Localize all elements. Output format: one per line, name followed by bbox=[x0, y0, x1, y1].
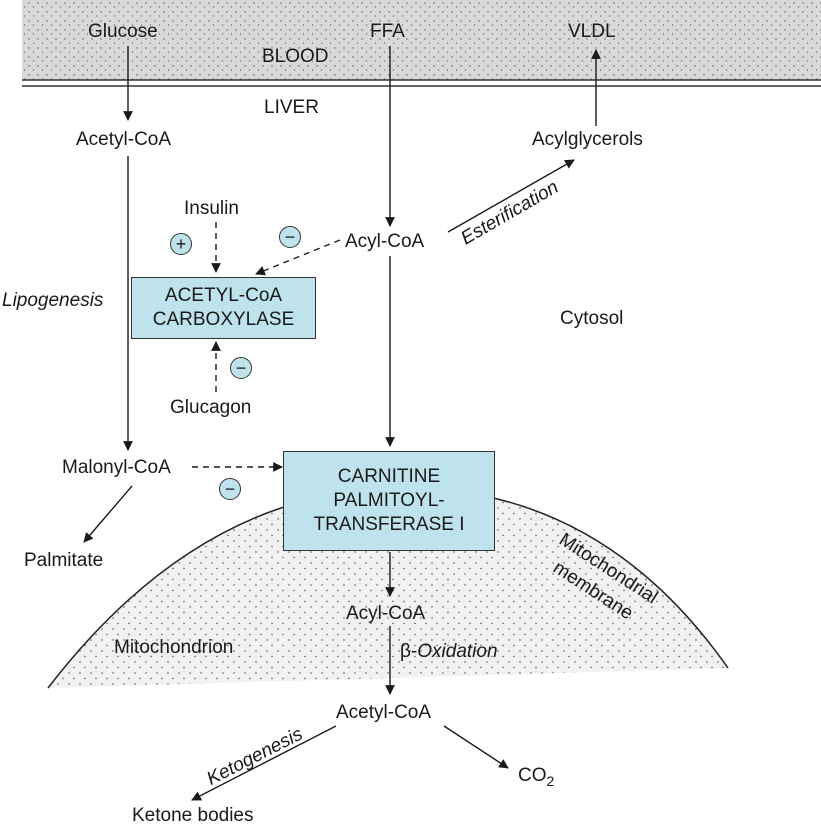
malonyl-inhibition-icon: − bbox=[219, 478, 241, 500]
blood-label: BLOOD bbox=[262, 46, 329, 67]
acc-line2: CARBOXYLASE bbox=[152, 309, 295, 330]
palmitate-label: Palmitate bbox=[24, 550, 104, 571]
beta-symbol: β- bbox=[400, 641, 418, 662]
acylglycerols-label: Acylglycerols bbox=[532, 129, 643, 150]
lipogenesis-label: Lipogenesis bbox=[2, 290, 104, 311]
glucagon-inhibition-icon: − bbox=[230, 357, 252, 379]
cpt-line2: PALMITOYL- bbox=[333, 490, 445, 512]
insulin-label: Insulin bbox=[184, 198, 239, 219]
arrow-ketogenesis bbox=[191, 725, 337, 801]
arrow-esterification bbox=[447, 159, 575, 233]
oxidation-text: Oxidation bbox=[417, 641, 498, 662]
cpt-line3: TRANSFERASE I bbox=[313, 513, 465, 535]
arrow-acetylcoa-to-co2 bbox=[443, 725, 509, 769]
liver-label: LIVER bbox=[264, 97, 319, 118]
co2-subscript: 2 bbox=[546, 772, 555, 789]
arrow-malonylcoa-to-palmitate bbox=[83, 485, 133, 543]
arrow-acylcoa-to-acc bbox=[255, 239, 341, 276]
mitochondrion-label: Mitochondrion bbox=[114, 637, 234, 658]
beta-oxidation-label: β-Oxidation bbox=[400, 642, 498, 661]
cpt1-box: CARNITINE PALMITOYL- TRANSFERASE I bbox=[283, 451, 495, 551]
acetyl-coa-bottom-label: Acetyl-CoA bbox=[336, 702, 432, 723]
glucose-label: Glucose bbox=[88, 21, 158, 42]
acylcoa-inhibition-icon: − bbox=[279, 226, 301, 248]
insulin-stimulation-icon: + bbox=[170, 233, 192, 255]
acc-line1: ACETYL-CoA bbox=[164, 285, 283, 307]
acyl-coa-cytosol-label: Acyl-CoA bbox=[345, 231, 425, 252]
co2-label: CO2 bbox=[518, 766, 554, 788]
ketone-bodies-label: Ketone bodies bbox=[132, 805, 254, 826]
acyl-coa-mito-label: Acyl-CoA bbox=[346, 603, 426, 624]
acetyl-coa-carboxylase-box: ACETYL-CoA CARBOXYLASE bbox=[131, 277, 316, 339]
ffa-label: FFA bbox=[370, 21, 405, 42]
malonyl-coa-label: Malonyl-CoA bbox=[62, 457, 171, 478]
cpt-line1: CARNITINE bbox=[337, 466, 441, 488]
glucagon-label: Glucagon bbox=[170, 397, 252, 418]
vldl-label: VLDL bbox=[568, 21, 616, 42]
cytosol-label: Cytosol bbox=[560, 308, 624, 329]
co2-base: CO bbox=[518, 765, 547, 786]
acetyl-coa-top-label: Acetyl-CoA bbox=[76, 129, 172, 150]
